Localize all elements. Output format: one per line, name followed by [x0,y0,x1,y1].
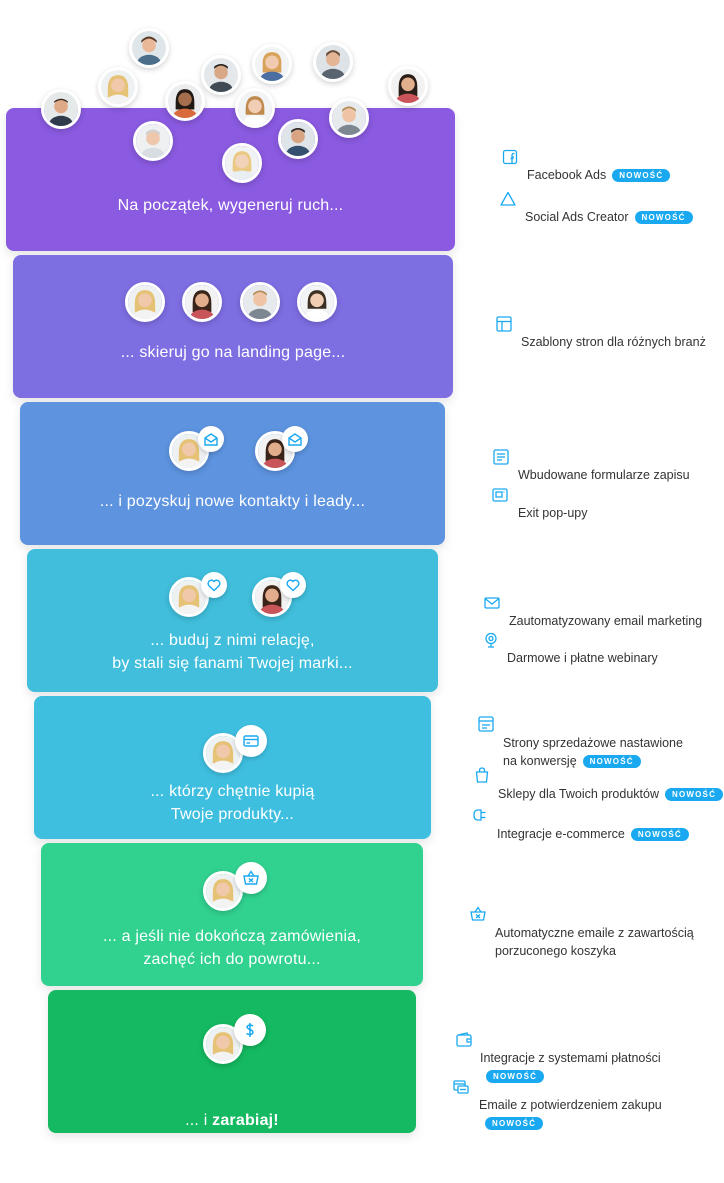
avatar [278,119,318,159]
credit-card-icon [235,725,267,757]
feature-purchase-confirmations: Emaile z potwierdzeniem zakupuNOWOŚĆ [479,1078,724,1132]
feature-signup-forms: Wbudowane formularze zapisu [518,448,690,484]
avatar [329,98,369,138]
avatar [203,871,243,911]
feature-label: Darmowe i płatne webinary [507,651,658,665]
feature-label: Integracje e-commerce [497,827,625,841]
stage-caption-bold: zarabiaj! [212,1112,279,1129]
feature-label: Exit pop-upy [518,506,588,520]
feature-label: Integracje z systemami płatności [480,1051,661,1065]
avatar [169,577,209,617]
feature-webinars: Darmowe i płatne webinary [507,631,658,667]
facebook-icon [501,148,519,166]
new-badge: NOWOŚĆ [664,788,724,801]
feature-label: Emaile z potwierdzeniem zakupu [479,1098,662,1112]
stage-caption: ... i pozyskuj nowe kontakty i leady... [99,493,366,510]
funnel-stage-relations: ... buduj z nimi relację, by stali się f… [27,549,438,692]
new-badge: NOWOŚĆ [582,755,641,768]
feature-ecommerce-integrations: Integracje e-commerce NOWOŚĆ [497,807,689,843]
stage-caption: ... buduj z nimi relację, by stali się f… [112,632,353,672]
avatar [203,733,243,773]
avatar [222,143,262,183]
avatar [313,42,353,82]
feature-facebook-ads: Facebook Ads NOWOŚĆ [527,148,671,184]
triangle-icon [499,190,517,208]
mail-open-icon [282,426,308,452]
avatar [388,66,428,106]
stage-caption: ... skieruj go na landing page... [120,344,346,361]
feature-email-automation: Zautomatyzowany email marketing [509,594,702,630]
avatar [235,88,275,128]
feature-label: Social Ads Creator [525,210,629,224]
bag-icon [473,766,491,784]
feature-page-templates: Szablony stron dla różnych branż [521,315,706,351]
basket-x-icon [235,862,267,894]
feature-payment-integrations: Integracje z systemami płatnościNOWOŚĆ [480,1031,724,1085]
avatar [297,282,337,322]
feature-cart-emails: Automatyczne emaile z zawartością porzuc… [495,906,694,960]
avatar [201,55,241,95]
feature-social-ads-creator: Social Ads Creator NOWOŚĆ [525,190,693,226]
mail-icon [483,594,501,612]
basket-icon [469,905,487,923]
form-icon [492,448,510,466]
new-badge: NOWOŚĆ [612,169,671,182]
avatar [252,44,292,84]
new-badge: NOWOŚĆ [634,211,693,224]
feature-label: Zautomatyzowany email marketing [509,614,703,628]
stage-caption-prefix: ... i [185,1112,213,1129]
avatar [129,28,169,68]
stage-caption: ... którzy chętnie kupią Twoje produkty.… [150,783,315,823]
feature-shops: Sklepy dla Twoich produktów NOWOŚĆ [498,767,724,803]
avatar [41,89,81,129]
funnel-stage-landing: ... skieruj go na landing page... [13,255,453,398]
avatar [182,282,222,322]
feature-label: Facebook Ads [527,168,607,182]
avatar [98,67,138,107]
plug-icon [471,806,489,824]
layout-icon [495,315,513,333]
webcam-icon [482,631,500,649]
feature-label: Automatyczne emaile z zawartością porzuc… [495,926,694,958]
heart-icon [280,572,306,598]
avatar [133,121,173,161]
dollar-icon [234,1014,266,1046]
avatar [165,81,205,121]
stage-caption: ... a jeśli nie dokończą zamówienia, zac… [103,928,361,968]
page-icon [477,715,495,733]
mail-open-icon [198,426,224,452]
receipt-icon [452,1078,470,1096]
funnel-stage-abandoned-cart: ... a jeśli nie dokończą zamówienia, zac… [41,843,423,986]
new-badge: NOWOŚĆ [485,1117,544,1130]
avatar [125,282,165,322]
feature-label: Strony sprzedażowe nastawione na konwers… [503,736,683,768]
funnel-stage-leads: ... i pozyskuj nowe kontakty i leady... [20,402,445,545]
stage-caption: ... i zarabiaj! [48,1086,416,1132]
feature-label: Wbudowane formularze zapisu [518,468,690,482]
new-badge: NOWOŚĆ [630,828,689,841]
feature-label: Szablony stron dla różnych branż [521,335,706,349]
heart-icon [201,572,227,598]
feature-label: Sklepy dla Twoich produktów [498,787,659,801]
stage-caption: Na początek, wygeneruj ruch... [117,197,344,214]
feature-sales-pages: Strony sprzedażowe nastawione na konwers… [503,716,683,770]
feature-exit-popups: Exit pop-upy [518,486,587,522]
wallet-icon [455,1031,473,1049]
popup-icon [491,486,509,504]
avatar [240,282,280,322]
new-badge: NOWOŚĆ [486,1070,545,1083]
